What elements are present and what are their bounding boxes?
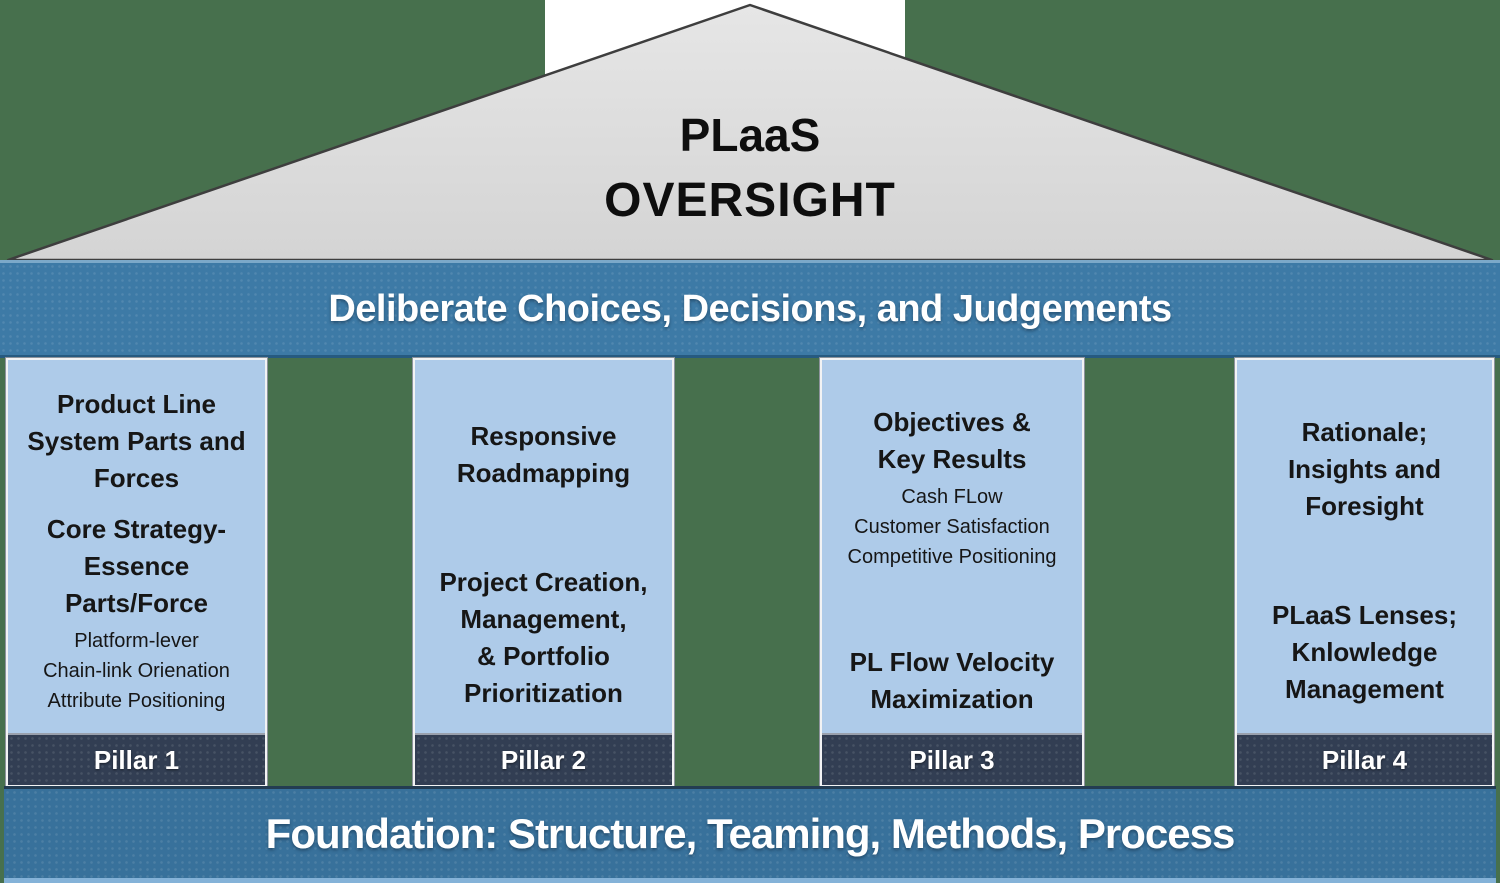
text-line: PL Flow Velocity — [849, 647, 1055, 677]
text-line: Rationale; — [1301, 417, 1428, 447]
pediment-title-line2: OVERSIGHT — [604, 174, 896, 227]
entablature-label: Deliberate Choices, Decisions, and Judge… — [328, 287, 1172, 330]
text-line: Forces — [93, 463, 180, 493]
pediment-title-line1: PLaaS — [679, 109, 821, 161]
text-line: Chain-link Orienation — [43, 660, 230, 682]
text-line: Roadmapping — [456, 458, 631, 488]
text-line: Attribute Positioning — [47, 690, 226, 712]
text-line: Essence — [83, 551, 190, 581]
text-line: Maximization — [870, 684, 1034, 714]
pillar-label: Pillar 4 — [1237, 733, 1492, 785]
pillar-label: Pillar 3 — [822, 733, 1082, 785]
text-line: Management, — [460, 604, 627, 634]
text-line: Management — [1285, 674, 1444, 704]
text-line: Competitive Positioning — [847, 546, 1057, 568]
text-line: Project Creation, — [439, 567, 648, 597]
text-line: Product Line — [57, 389, 216, 419]
text-line: Parts/Force — [64, 588, 209, 618]
pillar-text-block: Objectives & Key Results — [822, 404, 1082, 478]
text-line: Core Strategy- — [46, 514, 227, 544]
text-line: System Parts and — [27, 426, 246, 456]
text-line: Responsive — [470, 421, 617, 451]
text-line: & Portfolio — [477, 641, 610, 671]
foundation-label: Foundation: Structure, Teaming, Methods,… — [265, 809, 1236, 857]
text-line: Knlowledge — [1291, 637, 1438, 667]
text-line: Objectives & — [873, 407, 1031, 437]
text-line: Platform-lever — [74, 630, 199, 652]
text-line: Insights and — [1287, 454, 1442, 484]
pediment-title: PLaaS OVERSIGHT — [0, 102, 1500, 234]
text-line: Cash FLow — [901, 486, 1003, 508]
entablature-band: Deliberate Choices, Decisions, and Judge… — [0, 260, 1500, 358]
pillar-label: Pillar 1 — [8, 733, 265, 785]
pillar-label: Pillar 2 — [415, 733, 672, 785]
text-line: Key Results — [877, 444, 1027, 474]
text-line: Prioritization — [464, 678, 623, 708]
text-line: Foresight — [1305, 491, 1424, 521]
text-line: PLaaS Lenses; — [1272, 600, 1457, 630]
foundation-bar: Foundation: Structure, Teaming, Methods,… — [4, 786, 1496, 883]
text-line: Customer Satisfaction — [854, 516, 1050, 538]
